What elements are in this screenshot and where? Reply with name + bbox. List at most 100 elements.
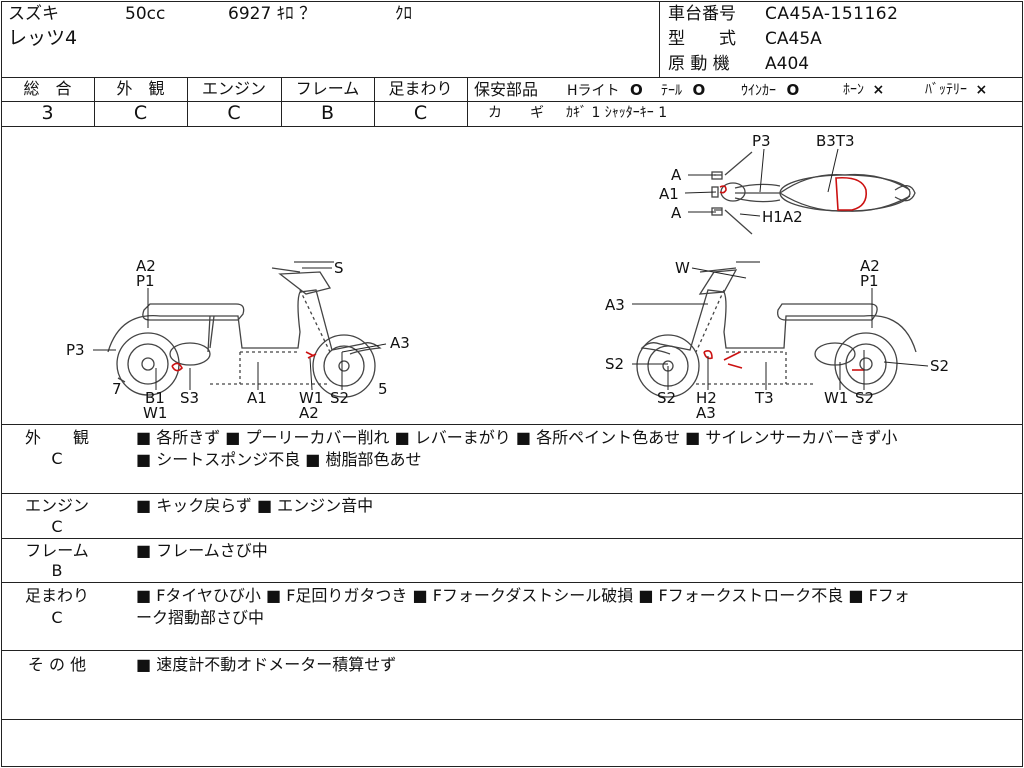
label-right-a3: A3 <box>696 404 716 422</box>
note-frame-grade: B <box>51 561 63 580</box>
label-right-s2: S2 <box>605 355 624 373</box>
safety-battery: ﾊﾞｯﾃﾘｰ × <box>925 83 987 97</box>
safety-battery-label: ﾊﾞｯﾃﾘｰ <box>925 82 967 98</box>
frame-no: CA45A-151162 <box>765 4 899 24</box>
scooter-left-view <box>107 261 382 398</box>
label-right-s2: S2 <box>930 357 949 375</box>
note-suspension-line-1: ■ Fタイヤひび小 ■ F足回りガタつき ■ Fフォークダストシール破損 ■ F… <box>136 586 910 605</box>
rule <box>1 77 1022 78</box>
damage-diagram: P3 B3T3 A A1 A H1A2 A2 P1 S P3 A3 7 5 B1… <box>66 132 949 422</box>
scooter-top-view <box>711 151 916 235</box>
diagram-labels: P3 B3T3 A A1 A H1A2 A2 P1 S P3 A3 7 5 B1… <box>66 132 949 422</box>
label-left-w1: W1 <box>299 389 323 407</box>
note-exterior-line-1: ■ 各所きず ■ プーリーカバー削れ ■ レバーまがり ■ 各所ペイント色あせ … <box>136 428 898 447</box>
label-left-p1: P1 <box>136 272 155 290</box>
label-right-w1: W1 <box>824 389 848 407</box>
grade-exterior-label: 外 観 <box>116 79 165 98</box>
label-top-a: A <box>671 166 682 184</box>
safety-headlight: Hライト O <box>567 81 643 99</box>
label-left-b1: B1 <box>145 389 165 407</box>
note-frame-label: フレーム <box>25 541 89 560</box>
rule <box>467 101 1022 102</box>
grade-frame: B <box>320 102 335 124</box>
label-top-a1: A1 <box>659 185 679 203</box>
label-left-a3: A3 <box>390 334 410 352</box>
safety-horn-label: ﾎｰﾝ <box>843 82 864 98</box>
note-exterior-label: 外 観 <box>24 428 89 447</box>
label-right-s2: S2 <box>855 389 874 407</box>
model-name: レッツ4 <box>8 27 78 49</box>
key-value: ｶｷﾞ 1 ｼｬｯﾀｰｷｰ 1 <box>566 105 668 121</box>
mileage: 6927 ｷﾛ ？ <box>228 4 317 24</box>
grade-overall: 3 <box>41 102 54 124</box>
rule <box>281 77 282 126</box>
rule <box>1 582 1022 583</box>
key-label: カ ギ <box>488 105 544 121</box>
label-left-5: 5 <box>378 380 388 398</box>
label-left-s2: S2 <box>330 389 349 407</box>
rule <box>1 493 1022 494</box>
engine-model-label: 原 動 機 <box>668 54 730 74</box>
label-left-p3: P3 <box>66 341 85 359</box>
leader-lines <box>93 148 929 391</box>
engine-model: A404 <box>765 54 810 74</box>
note-engine-label: エンジン <box>24 496 89 515</box>
label-left-s3: S3 <box>180 389 199 407</box>
rule <box>1 126 1022 127</box>
label-right-p1: P1 <box>860 272 879 290</box>
grade-engine-label: エンジン <box>201 79 266 98</box>
safety-headlight-mark: O <box>629 81 643 99</box>
label-top-p3: P3 <box>752 132 771 150</box>
grade-frame-label: フレーム <box>295 79 360 98</box>
label-left-7: 7 <box>112 380 122 398</box>
label-top-b3t3: B3T3 <box>816 132 855 150</box>
label-top-a: A <box>671 204 682 222</box>
note-other-label: そ の 他 <box>27 655 87 674</box>
model-type-label: 型 式 <box>668 29 736 49</box>
safety-battery-mark: × <box>975 82 988 98</box>
rule <box>94 77 95 126</box>
grade-engine: C <box>227 102 241 124</box>
note-other-line-1: ■ 速度計不動オドメーター積算せず <box>136 655 397 674</box>
model-type: CA45A <box>765 29 822 49</box>
safety-winker: ｳｲﾝｶｰ O <box>741 81 800 99</box>
rule <box>374 77 375 126</box>
note-exterior-line-2: ■ シートスポンジ不良 ■ 樹脂部色あせ <box>136 450 422 469</box>
frame-no-label: 車台番号 <box>668 4 736 24</box>
note-suspension-grade: C <box>51 608 63 627</box>
safety-winker-label: ｳｲﾝｶｰ <box>741 83 776 99</box>
note-engine-grade: C <box>51 517 63 536</box>
grade-suspension: C <box>413 102 428 124</box>
color: ｸﾛ <box>395 4 412 24</box>
rule <box>1 424 1022 425</box>
grade-suspension-label: 足まわり <box>388 79 453 98</box>
damage-marks <box>171 176 868 372</box>
label-left-s: S <box>334 259 344 277</box>
maker: スズキ <box>8 4 59 24</box>
label-right-t3: T3 <box>754 389 774 407</box>
safety-taillight-mark: O <box>692 81 706 99</box>
rule <box>1 650 1022 651</box>
safety-horn-mark: × <box>872 82 885 98</box>
label-left-a2: A2 <box>299 404 319 422</box>
label-right-s2: S2 <box>657 389 676 407</box>
label-right-h2: H2 <box>696 389 717 407</box>
label-right-a3: A3 <box>605 296 625 314</box>
label-right-w: W <box>675 259 690 277</box>
rule <box>467 77 468 126</box>
rule <box>187 77 188 126</box>
label-left-a2: A2 <box>136 257 156 275</box>
grade-overall-label: 総 合 <box>23 79 72 98</box>
safety-taillight-label: ﾃｰﾙ <box>661 83 682 99</box>
safety-horn: ﾎｰﾝ × <box>843 83 884 97</box>
displacement: 50cc <box>125 4 166 24</box>
label-top-h1a2: H1A2 <box>762 208 803 226</box>
label-left-a1: A1 <box>247 389 267 407</box>
rule <box>659 1 660 77</box>
note-suspension-label: 足まわり <box>24 586 89 605</box>
safety-headlight-label: Hライト <box>567 83 620 99</box>
safety-parts-title: 保安部品 <box>474 80 539 99</box>
note-engine-line-1: ■ キック戻らず ■ エンジン音中 <box>136 496 374 515</box>
rule <box>1 719 1022 720</box>
safety-winker-mark: O <box>786 81 800 99</box>
